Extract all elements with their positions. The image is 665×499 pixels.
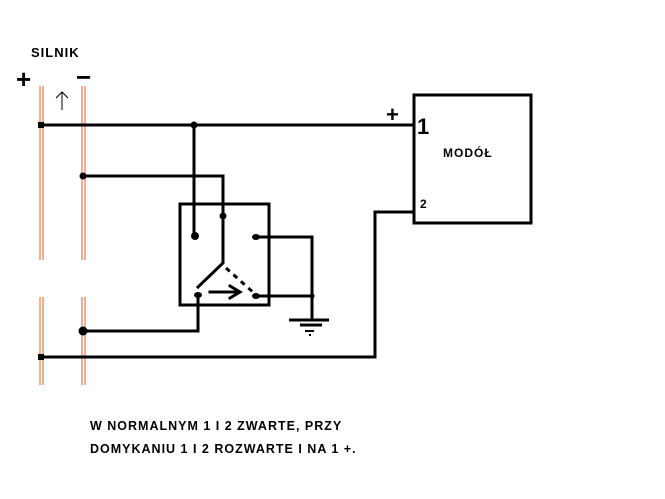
motor-plus-rail [39, 86, 44, 385]
motor-plus-sign: + [16, 64, 31, 94]
wire-plus-to-pin2 [39, 210, 416, 359]
switch-box [178, 202, 271, 307]
wire-minus-to-switch [81, 174, 225, 218]
wire-switch-to-minus [81, 293, 200, 333]
pin2-label: 2 [420, 197, 427, 211]
pin1-polarity: + [386, 102, 399, 127]
wire-switch-ground [254, 294, 314, 322]
wire-switch-to-ground [254, 235, 314, 298]
switch-alt-position [225, 266, 255, 295]
ground-icon [289, 318, 329, 336]
motor-minus-rail [81, 86, 86, 385]
switch-arrow-icon [208, 283, 243, 301]
motor-minus-sign: − [76, 62, 91, 92]
note-line-2: DOMYKANIU 1 I 2 ROZWARTE I NA 1 +. [90, 442, 357, 456]
pin1-label: 1 [417, 114, 429, 139]
junction-dots [38, 121, 315, 360]
module-box [412, 93, 533, 225]
motor-label: SILNIK [31, 45, 80, 60]
note-line-1: W NORMALNYM 1 I 2 ZWARTE, PRZY [90, 419, 342, 433]
up-arrow-icon [55, 91, 69, 110]
module-label: MODÓŁ [443, 145, 493, 160]
switch-lever [195, 214, 225, 290]
